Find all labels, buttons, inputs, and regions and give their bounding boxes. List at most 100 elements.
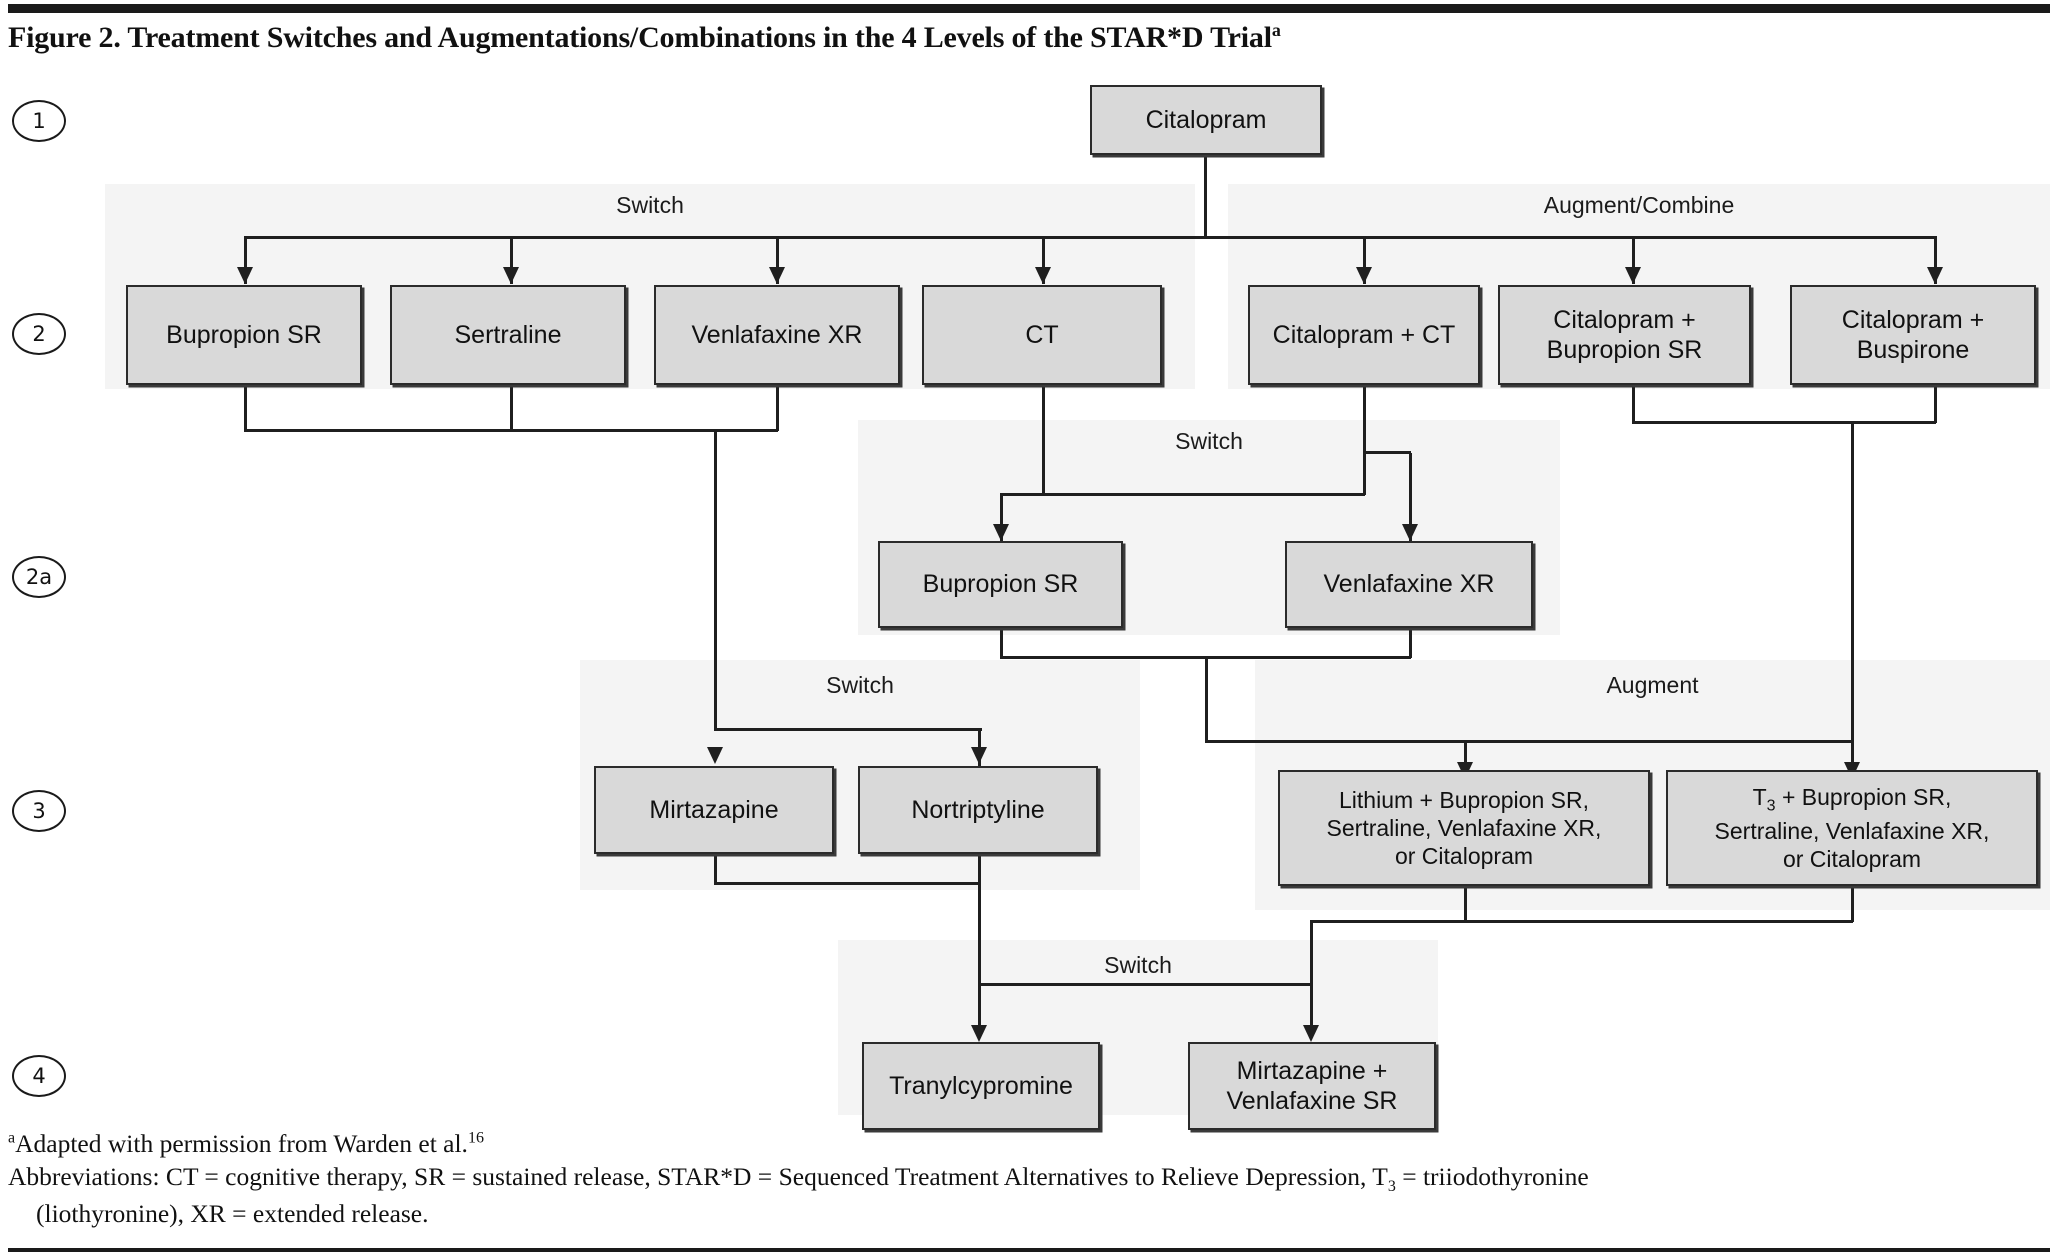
node-mirtazapine-venlafaxine-label: Mirtazapine +Venlafaxine SR [1226, 1056, 1398, 1116]
connector-bupropion-out [244, 385, 247, 431]
node-citalopram-buspirone-label: Citalopram +Buspirone [1841, 305, 1985, 365]
connector-sertraline-out [510, 385, 513, 431]
connector-l2-to-citalopram-bupropion [1632, 236, 1635, 284]
connector-nortriptyline-out [978, 854, 981, 884]
connector-l2-augment-merge [1632, 421, 1936, 424]
connector-l3-augment-merge [1310, 920, 1853, 923]
level-badge-3: 3 [12, 790, 66, 832]
node-lithium-combo-label: Lithium + Bupropion SR,Sertraline, Venla… [1326, 786, 1602, 870]
arrow-l4-tranylcypromine [971, 1025, 987, 1042]
node-citalopram[interactable]: Citalopram [1090, 85, 1322, 155]
connector-l3-to-t3 [1851, 740, 1854, 782]
connector-citalopram-ct-out [1363, 385, 1366, 495]
level-badge-2-label: 2 [32, 322, 46, 346]
band-level4-switch-label: Switch [1104, 952, 1172, 978]
connector-mirtazapine-out [714, 854, 717, 884]
level-badge-4-label: 4 [32, 1064, 46, 1088]
connector-lithium-out [1464, 886, 1467, 922]
connector-venlafaxine-out [776, 385, 779, 431]
node-ct[interactable]: CT [922, 285, 1162, 385]
figure-title-text: Figure 2. Treatment Switches and Augment… [8, 21, 1272, 54]
arrow-l2-venlafaxine [769, 267, 785, 284]
node-bupropion-sr[interactable]: Bupropion SR [126, 285, 362, 385]
footnote-abbreviations: Abbreviations: CT = cognitive therapy, S… [8, 1161, 2053, 1231]
connector-citalopram-bupropion-out [1632, 385, 1635, 423]
footnote-a: aAdapted with permission from Warden et … [8, 1128, 2053, 1161]
connector-l2-to-venlafaxine [776, 236, 779, 284]
connector-l4-to-tranylcypromine [978, 983, 981, 1029]
connector-l2-switch-bus [244, 236, 1206, 239]
connector-l2-to-sertraline [510, 236, 513, 284]
node-citalopram-ct[interactable]: Citalopram + CT [1248, 285, 1480, 385]
level-badge-4: 4 [12, 1055, 66, 1097]
connector-l3-switch-merge-drop [978, 882, 981, 985]
level-badge-2a: 2a [12, 556, 66, 598]
band-level2-augment-label: Augment/Combine [1543, 192, 1735, 218]
level-badge-2a-label: 2a [25, 565, 53, 589]
band-level3-augment-label: Augment [1606, 672, 1699, 698]
connector-l3-switch-bus [714, 728, 982, 731]
node-t3-combo[interactable]: T3 + Bupropion SR,Sertraline, Venlafaxin… [1666, 770, 2038, 886]
connector-l2-to-citalopram-buspirone [1934, 236, 1937, 284]
connector-l2a-venlafaxine-jog [1363, 451, 1411, 454]
level-badge-2: 2 [12, 313, 66, 355]
connector-ct-out [1042, 385, 1045, 495]
footnote-abbrev-mid: = triiodothyronine [1395, 1161, 1589, 1191]
arrow-l2-citalopram-bupropion [1625, 267, 1641, 284]
arrow-l2-citalopram-ct [1356, 267, 1372, 284]
connector-l2a-to-venlafaxine [1409, 453, 1412, 541]
connector-l2a-switch-bus [1000, 493, 1365, 496]
connector-l2-to-ct [1042, 236, 1045, 284]
figure-title-footnote-marker: a [1271, 20, 1281, 40]
node-lithium-combo[interactable]: Lithium + Bupropion SR,Sertraline, Venla… [1278, 770, 1650, 886]
arrow-l2a-venlafaxine [1402, 524, 1418, 541]
footnote-abbrev-sub: 3 [1387, 1177, 1396, 1195]
footnote-a-marker: a [8, 1129, 16, 1147]
level-badge-1-label: 1 [32, 109, 46, 133]
connector-l2-to-bupropion [244, 236, 247, 284]
node-mirtazapine-venlafaxine[interactable]: Mirtazapine +Venlafaxine SR [1188, 1042, 1436, 1130]
connector-citalopram-buspirone-out [1934, 385, 1937, 423]
page-title: Figure 2. Treatment Switches and Augment… [8, 20, 1708, 55]
footnote-abbrev-line2: (liothyronine), XR = extended release. [36, 1198, 429, 1228]
connector-l3-augment-bus [1205, 740, 1853, 743]
node-l2a-bupropion-sr[interactable]: Bupropion SR [878, 541, 1123, 628]
top-rule [8, 4, 2050, 13]
arrow-l2-ct [1035, 267, 1051, 284]
node-t3-combo-label: T3 + Bupropion SR,Sertraline, Venlafaxin… [1714, 784, 1990, 872]
connector-l3-switch-merge [714, 882, 980, 885]
node-nortriptyline[interactable]: Nortriptyline [858, 766, 1098, 854]
connector-t3-out [1851, 886, 1854, 922]
band-level3-switch-label: Switch [826, 672, 894, 698]
connector-l2a-merge-drop [1205, 656, 1208, 742]
node-citalopram-bupropion-sr[interactable]: Citalopram +Bupropion SR [1498, 285, 1751, 385]
arrow-l3-nortriptyline [971, 747, 987, 764]
connector-l2-switch-merge [244, 429, 778, 432]
arrow-l3-mirtazapine [707, 747, 723, 764]
band-level2-switch-label: Switch [616, 192, 684, 218]
level-badge-1: 1 [12, 100, 66, 142]
footnote-abbrev-text: Abbreviations: CT = cognitive therapy, S… [8, 1161, 1388, 1191]
connector-l3-to-lithium [1464, 740, 1467, 782]
node-l2a-venlafaxine-xr[interactable]: Venlafaxine XR [1285, 541, 1533, 628]
level-badge-3-label: 3 [32, 799, 46, 823]
connector-l2-augment-bus [1204, 236, 1936, 239]
node-mirtazapine[interactable]: Mirtazapine [594, 766, 834, 854]
connector-citalopram-stem [1204, 155, 1207, 237]
connector-l2-to-citalopram-ct [1363, 236, 1366, 284]
connector-l2-augment-merge-drop [1851, 421, 1854, 742]
node-venlafaxine-xr[interactable]: Venlafaxine XR [654, 285, 900, 385]
band-level2a-switch-label: Switch [1175, 428, 1243, 454]
node-citalopram-bupropion-sr-label: Citalopram +Bupropion SR [1546, 305, 1703, 365]
node-citalopram-buspirone[interactable]: Citalopram +Buspirone [1790, 285, 2036, 385]
connector-l2a-bupropion-out [1000, 628, 1003, 658]
node-sertraline[interactable]: Sertraline [390, 285, 626, 385]
connector-l2-switch-merge-drop [714, 429, 717, 729]
arrow-l2-citalopram-buspirone [1927, 267, 1943, 284]
node-tranylcypromine[interactable]: Tranylcypromine [862, 1042, 1100, 1130]
arrow-l4-mirtazapine-venlafaxine [1303, 1025, 1319, 1042]
connector-l4-to-mirtazapine-venlafaxine [1310, 983, 1313, 1029]
arrow-l2-sertraline [503, 267, 519, 284]
connector-l2a-to-bupropion [1000, 493, 1003, 541]
footnote-a-ref: 16 [467, 1129, 484, 1147]
